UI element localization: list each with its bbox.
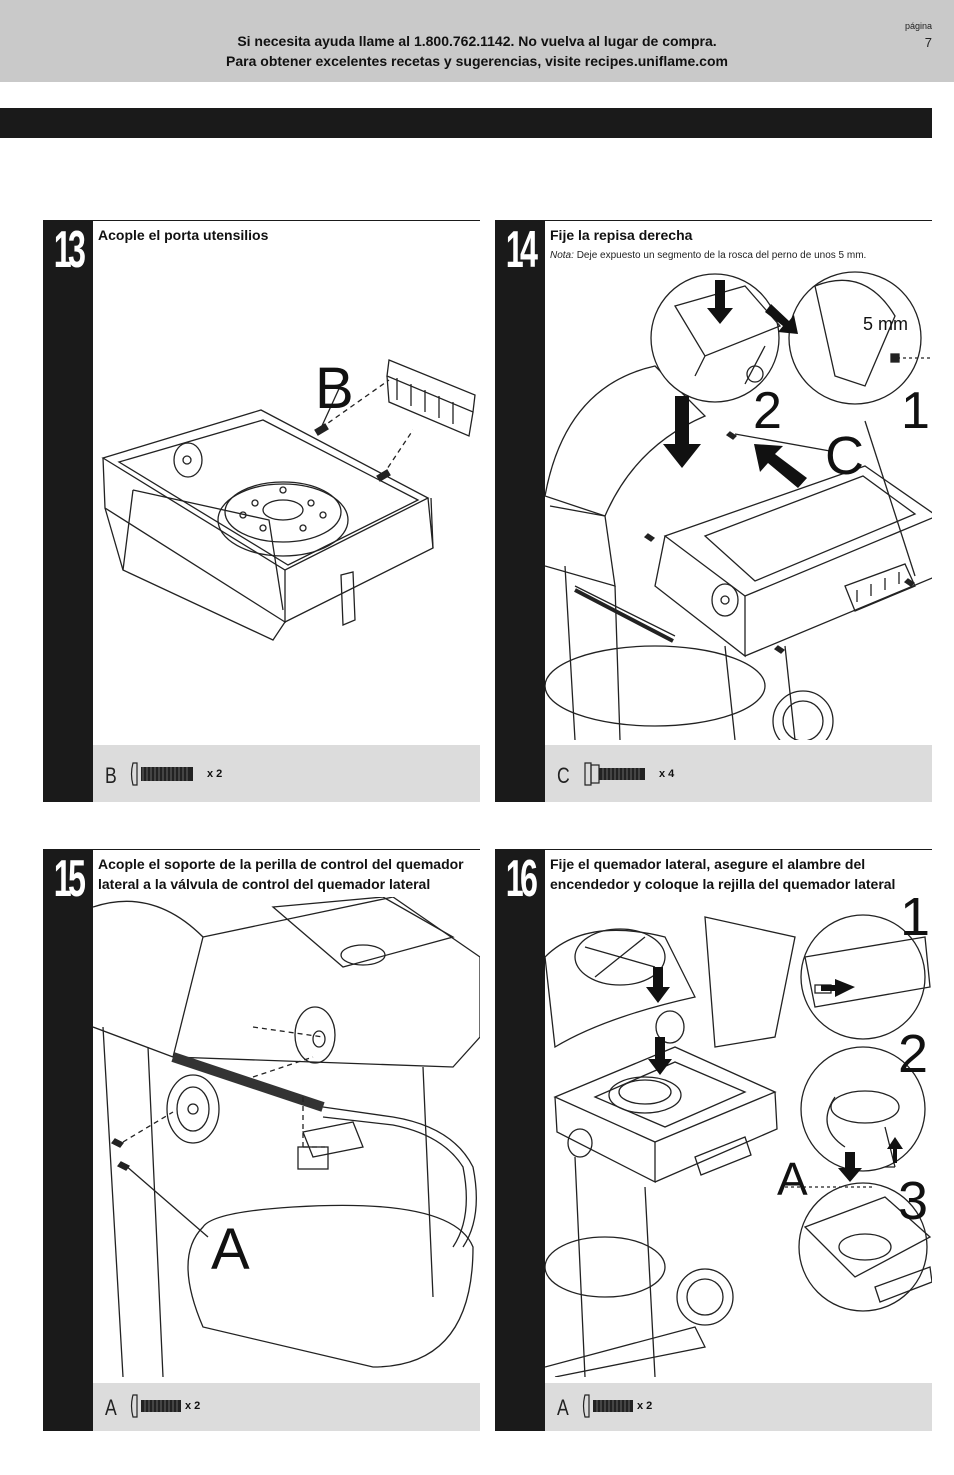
step-number: 16 (505, 850, 538, 908)
callout-a: A (211, 1217, 250, 1282)
section-bar (0, 108, 932, 138)
part-quantity: x 4 (659, 768, 675, 780)
step-title: Fije el quemador lateral, asegure el ala… (550, 856, 896, 892)
step-number: 15 (53, 850, 86, 908)
note-label: Nota: (550, 250, 574, 261)
note-text: Deje expuesto un segmento de la rosca de… (576, 250, 867, 261)
knob-bracket-diagram: A (93, 897, 480, 1377)
step-strip: 14 (495, 220, 545, 802)
parts-box: A x 2 (545, 1383, 932, 1431)
part-letter: A (105, 1395, 117, 1420)
callout-2: 2 (753, 382, 782, 440)
step-number: 14 (505, 221, 538, 279)
callout-1: 1 (900, 897, 930, 947)
parts-box: B x 2 (93, 745, 480, 802)
step-title: Acople el soporte de la perilla de contr… (98, 856, 464, 892)
step-strip: 13 (43, 220, 93, 802)
step-number: 13 (53, 221, 86, 279)
utensil-holder-diagram: B (101, 356, 476, 641)
callout-b: B (315, 356, 354, 421)
bolt-icon (584, 762, 645, 786)
step-strip: 15 (43, 849, 93, 1431)
step-strip: 16 (495, 849, 545, 1431)
callout-c: C (825, 426, 864, 486)
divider (545, 220, 932, 221)
help-phone-line: Si necesita ayuda llame al 1.800.762.114… (237, 33, 717, 49)
step-13-illustration: B (93, 250, 480, 740)
divider (93, 220, 480, 221)
page-number: 7 (924, 35, 932, 50)
side-burner-diagram: 1 2 A 3 (545, 897, 932, 1377)
parts-box: C x 4 (545, 745, 932, 802)
step-14-panel: 14 Fije la repisa derecha Nota: Deje exp… (495, 220, 932, 802)
callout-5mm: 5 mm (863, 314, 908, 334)
callout-2: 2 (898, 1024, 928, 1084)
part-letter: A (557, 1395, 569, 1420)
callout-a: A (777, 1153, 808, 1205)
step-15-illustration: A (93, 897, 480, 1377)
part-quantity: x 2 (637, 1400, 653, 1412)
step-title: Acople el porta utensilios (98, 227, 269, 243)
right-shelf-diagram: 5 mm 2 1 C (545, 271, 932, 740)
divider (93, 849, 480, 850)
bolt-icon (130, 762, 193, 786)
parts-box: A x 2 (93, 1383, 480, 1431)
part-quantity: x 2 (207, 768, 223, 780)
page-header: Si necesita ayuda llame al 1.800.762.114… (0, 0, 954, 82)
callout-1: 1 (901, 382, 930, 440)
bolt-icon (582, 1394, 633, 1418)
bolt-icon (130, 1394, 181, 1418)
divider (545, 849, 932, 850)
step-note: Nota: Deje expuesto un segmento de la ro… (550, 250, 924, 261)
part-letter: C (557, 763, 570, 788)
step-16-illustration: 1 2 A 3 (545, 897, 932, 1377)
page-label: página (904, 21, 932, 31)
part-quantity: x 2 (185, 1400, 201, 1412)
step-14-illustration: 5 mm 2 1 C (545, 266, 932, 740)
step-15-panel: 15 Acople el soporte de la perilla de co… (43, 849, 480, 1431)
callout-3: 3 (898, 1171, 928, 1231)
recipes-line: Para obtener excelentes recetas y sugere… (226, 53, 728, 69)
step-16-panel: 16 Fije el quemador lateral, asegure el … (495, 849, 932, 1431)
step-13-panel: 13 Acople el porta utensilios (43, 220, 480, 802)
step-title: Fije la repisa derecha (550, 227, 693, 243)
part-letter: B (105, 763, 117, 788)
